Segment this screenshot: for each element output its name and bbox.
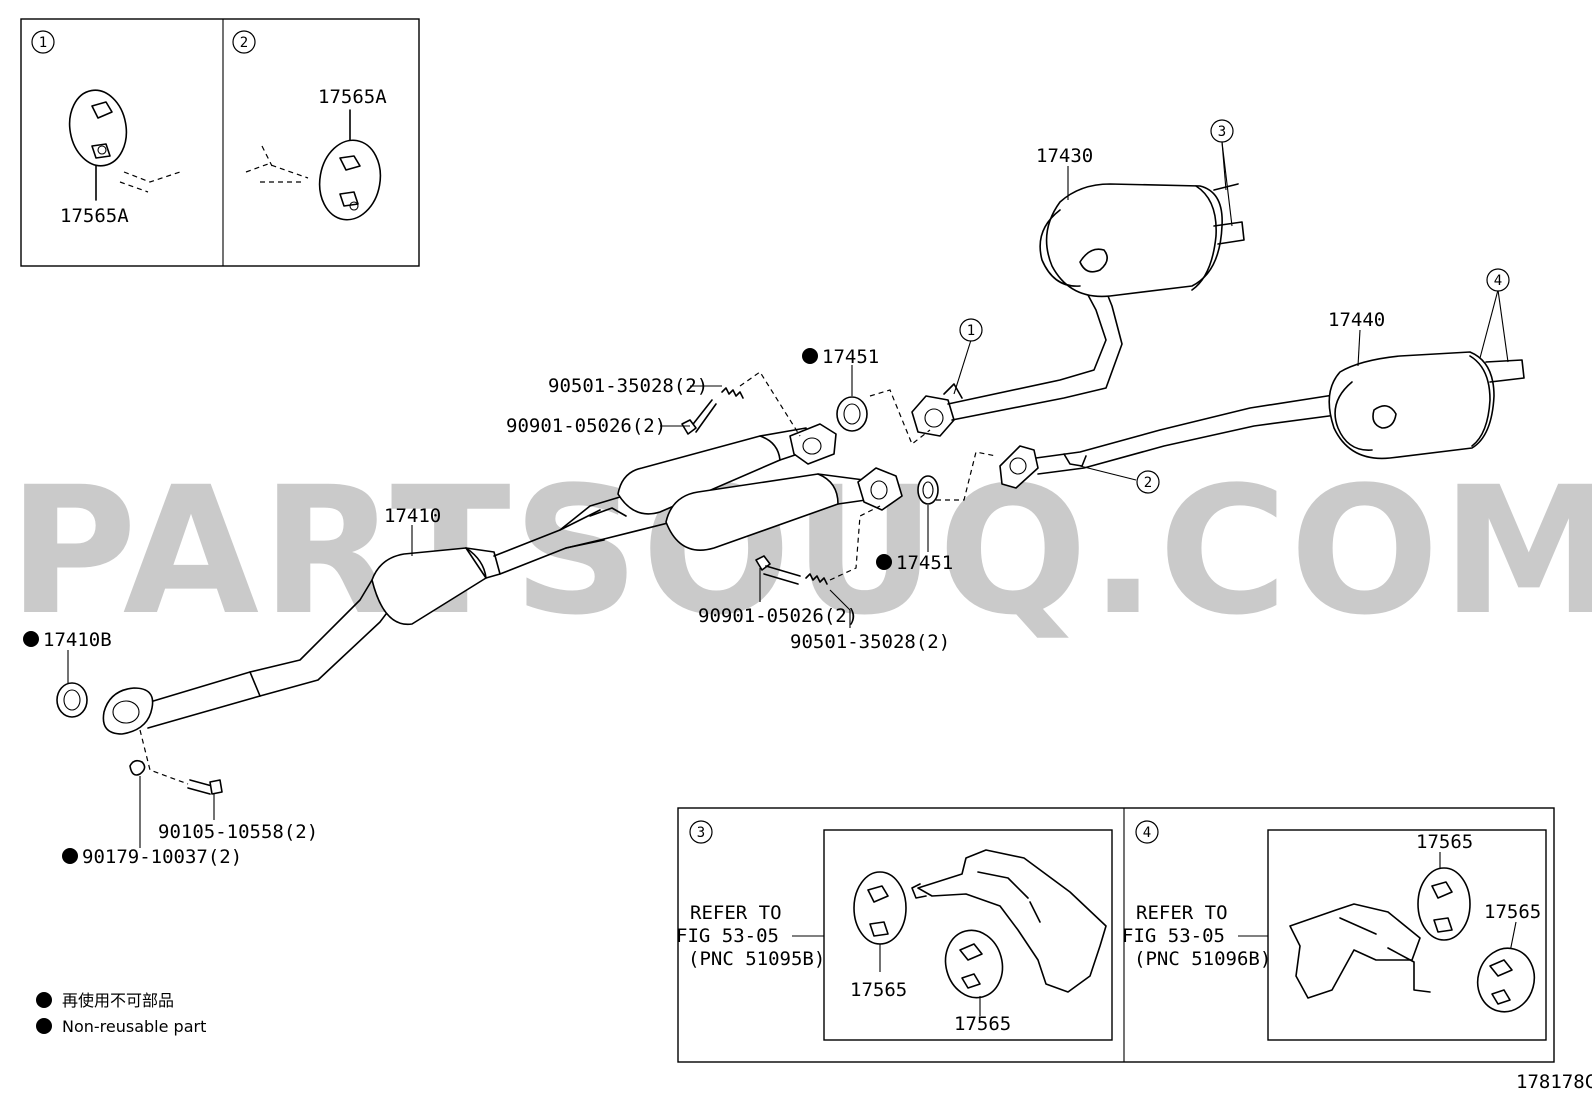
legend-english: Non-reusable part: [62, 1017, 206, 1036]
refer4-line3: (PNC 51096B): [1134, 948, 1271, 970]
part-90901-upper: 90901-05026(2): [506, 415, 666, 437]
non-reusable-mark-90179: [62, 848, 78, 864]
sub-muffler-lower: [665, 467, 903, 551]
part-17565-inset3b: 17565: [954, 1013, 1011, 1035]
part-17410B: 17410B: [43, 629, 112, 651]
callout-1-label: 1: [39, 35, 47, 51]
nut-bolt-front: [129, 729, 223, 848]
tail-pipe-17430: [911, 275, 1123, 437]
part-17565-inset4a: 17565: [1416, 831, 1473, 853]
refer4-line2: FIG 53-05: [1122, 925, 1225, 947]
non-reusable-mark-17451-upper: [802, 348, 818, 364]
part-17430: 17430: [1036, 145, 1093, 167]
part-90179: 90179-10037(2): [82, 846, 242, 868]
bolt-spring-upper: [660, 371, 931, 445]
callout-1-main: 1: [959, 318, 983, 342]
refer4-line1: REFER TO: [1136, 902, 1228, 924]
callout-4-label: 4: [1143, 825, 1151, 841]
part-17565A-inset2: 17565A: [318, 86, 387, 108]
sub-muffler-upper: [617, 423, 837, 515]
legend: 再使用不可部品 Non-reusable part: [36, 991, 206, 1036]
main-muffler-17440: [1328, 351, 1525, 460]
svg-text:4: 4: [1494, 273, 1502, 289]
part-17565-inset4b: 17565: [1484, 901, 1541, 923]
leader-lines: [411, 141, 1509, 556]
legend-japanese: 再使用不可部品: [62, 991, 174, 1010]
main-muffler-17430: [1039, 183, 1245, 298]
svg-text:2: 2: [1144, 475, 1152, 491]
part-90901-lower: 90901-05026(2): [698, 605, 858, 627]
gasket-17451-lower: [917, 475, 939, 552]
part-90105: 90105-10558(2): [158, 821, 318, 843]
callout-3-label: 3: [697, 825, 705, 841]
gasket-17410B: [56, 650, 88, 718]
part-90501-upper: 90501-35028(2): [548, 375, 708, 397]
part-17565-inset3a: 17565: [850, 979, 907, 1001]
tail-pipe-17440: [999, 393, 1345, 489]
part-17410: 17410: [384, 505, 441, 527]
inset-panel-1-2: [20, 18, 420, 267]
part-17451-lower: 17451: [896, 552, 953, 574]
figure-id: 178178C: [1516, 1071, 1592, 1093]
gasket-17451-upper: [836, 365, 868, 432]
refer3-line1: REFER TO: [690, 902, 782, 924]
part-17440: 17440: [1328, 309, 1385, 331]
part-90501-lower: 90501-35028(2): [790, 631, 950, 653]
inset-3: 3 REFER TO FIG 53-05 (PNC 51095B) 17565 …: [676, 820, 1107, 1035]
front-pipe-17410: [102, 493, 681, 735]
callout-2-main: 2: [1136, 470, 1160, 494]
non-reusable-mark-17451-lower: [876, 554, 892, 570]
svg-text:3: 3: [1218, 124, 1226, 140]
inset-1: 1 17565A: [31, 30, 181, 227]
inset-4: 4 REFER TO FIG 53-05 (PNC 51096B) 17565 …: [1122, 820, 1541, 1013]
callout-3-main: 3: [1210, 119, 1234, 143]
inset-2: 2 17565A: [232, 30, 387, 221]
callout-2-label: 2: [240, 35, 248, 51]
non-reusable-mark-17410B: [23, 631, 39, 647]
refer3-line2: FIG 53-05: [676, 925, 779, 947]
inset-panel-3-4: [677, 807, 1555, 1063]
part-17451-upper: 17451: [822, 346, 879, 368]
refer3-line3: (PNC 51095B): [688, 948, 825, 970]
callout-4-main: 4: [1486, 268, 1510, 292]
part-17565A-inset1: 17565A: [60, 205, 129, 227]
svg-text:1: 1: [967, 323, 975, 339]
bolt-spring-lower: [755, 451, 997, 628]
